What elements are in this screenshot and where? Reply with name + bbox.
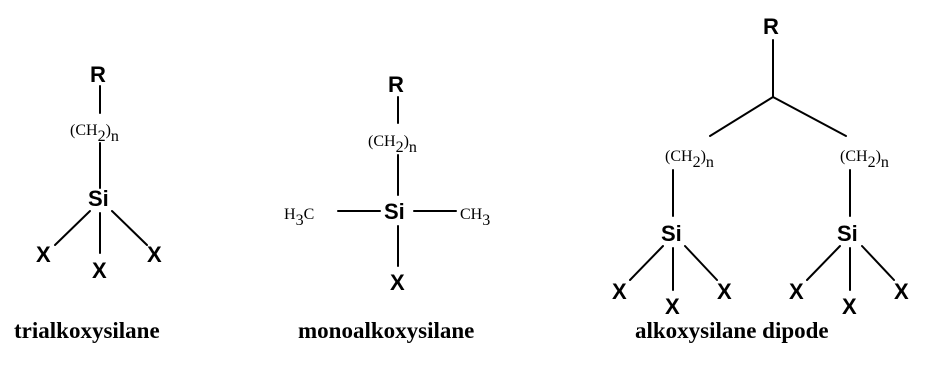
h3c-group: H3C <box>284 206 314 229</box>
caption-trialkoxysilane: trialkoxysilane <box>14 318 160 343</box>
ch2n-group-left: (CH2)n <box>665 148 714 171</box>
x-right-c: X <box>894 279 909 304</box>
si-atom: Si <box>88 186 109 211</box>
r-group-label: R <box>90 62 106 87</box>
ch2n-group: (CH2)n <box>368 133 417 156</box>
si-atom-right: Si <box>837 221 858 246</box>
bond-si-x-right-c <box>861 245 895 281</box>
ch2n-group: (CH2)n <box>70 122 119 145</box>
si-atom: Si <box>384 199 405 224</box>
ch3-group: CH3 <box>460 206 490 229</box>
x-down: X <box>390 270 405 295</box>
x-left: X <box>36 242 51 267</box>
ch2n-group-right: (CH2)n <box>840 148 889 171</box>
x-left-b: X <box>665 294 680 319</box>
r-group-label: R <box>388 72 404 97</box>
si-atom-left: Si <box>661 221 682 246</box>
bond-si-x-left-c <box>684 245 718 281</box>
bond-si-x-left-a <box>629 245 664 281</box>
x-left-a: X <box>612 279 627 304</box>
x-right-a: X <box>789 279 804 304</box>
bond-si-x-right-a <box>806 245 841 281</box>
x-down: X <box>92 258 107 283</box>
bond-branch-right <box>772 96 847 137</box>
trialkoxysilane-structure: R (CH2)n Si X X X <box>36 62 162 283</box>
r-group-label: R <box>763 14 779 39</box>
x-right: X <box>147 242 162 267</box>
caption-dipode: alkoxysilane dipode <box>635 318 829 343</box>
x-right-b: X <box>842 294 857 319</box>
bond-si-x-right <box>111 210 148 246</box>
x-left-c: X <box>717 279 732 304</box>
bond-branch-left <box>709 96 774 137</box>
monoalkoxysilane-structure: R (CH2)n Si H3C CH3 X <box>284 72 490 295</box>
bond-si-x-left <box>54 210 91 246</box>
dipode-structure: R (CH2)n Si X X X (CH2)n Si X X X <box>612 14 909 319</box>
caption-monoalkoxysilane: monoalkoxysilane <box>298 318 475 343</box>
